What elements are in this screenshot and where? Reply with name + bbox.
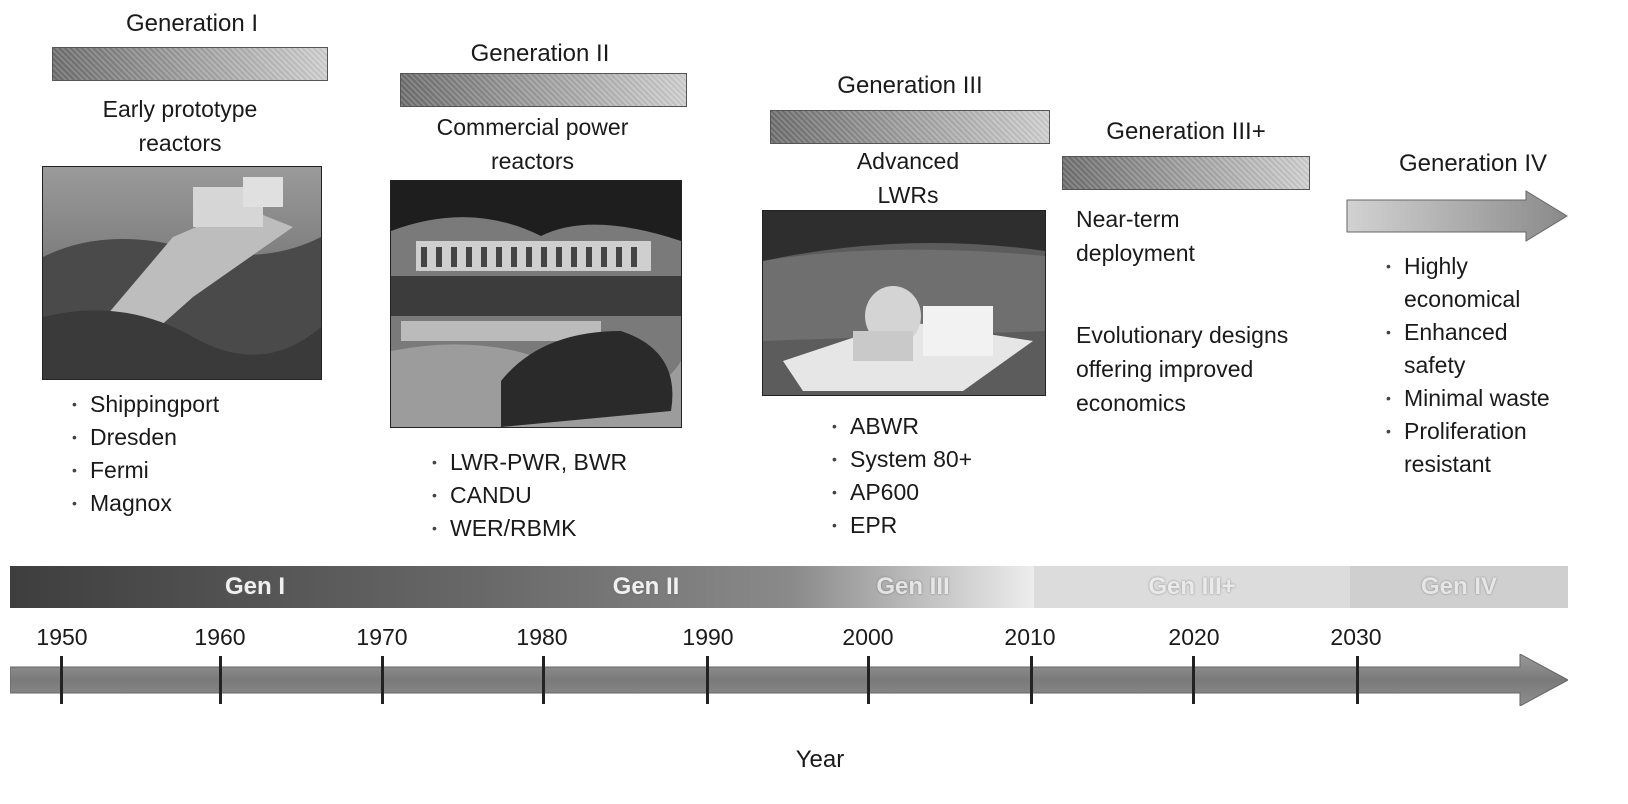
tick-label-2020: 2020 — [1168, 624, 1220, 650]
timeline-band-gen-iii-plus: Gen III+ — [1034, 566, 1350, 608]
gen3plus-description-near-term: Near-term deployment — [1076, 206, 1195, 266]
list-item: AP600 — [832, 476, 972, 509]
gen4-feature-list: Highly economical Enhanced safety Minima… — [1386, 250, 1556, 481]
list-item: CANDU — [432, 479, 627, 512]
gen1-bar — [52, 47, 328, 81]
gen2-title: Generation II — [470, 40, 610, 67]
gen4-title: Generation IV — [1398, 150, 1548, 177]
timeline-band-gen-iv: Gen IV — [1350, 566, 1568, 608]
year-axis-arrow — [9, 653, 1570, 707]
gen3-bar — [770, 110, 1050, 144]
gen1-description: Early prototype reactors — [102, 96, 258, 156]
axis-title: Year — [795, 746, 845, 773]
list-item: Enhanced safety — [1386, 316, 1556, 382]
list-item: Shippingport — [72, 388, 219, 421]
list-item: Fermi — [72, 454, 219, 487]
gen1-title: Generation I — [125, 10, 259, 37]
tick-label-2030: 2030 — [1330, 624, 1382, 650]
tick-label-2010: 2010 — [1004, 624, 1056, 650]
gen4-arrow-bar — [1346, 190, 1568, 242]
list-item: Highly economical — [1386, 250, 1556, 316]
gen3plus-bar — [1062, 156, 1310, 190]
gen2-description: Commercial power reactors — [436, 114, 629, 174]
gen3plus-description-evolutionary: Evolutionary designs offering improved e… — [1076, 322, 1289, 416]
timeline-band-gen-iii: Gen III — [792, 566, 1034, 608]
list-item: LWR-PWR, BWR — [432, 446, 627, 479]
list-item: WER/RBMK — [432, 512, 627, 545]
tick-label-2000: 2000 — [842, 624, 894, 650]
timeline-band-label: Gen III+ — [1148, 573, 1236, 600]
tick-label-1980: 1980 — [516, 624, 568, 650]
tick-label-1960: 1960 — [194, 624, 246, 650]
axis-tick — [60, 656, 63, 704]
list-item: Dresden — [72, 421, 219, 454]
axis-tick — [219, 656, 222, 704]
list-item: ABWR — [832, 410, 972, 443]
gen3-photo-image — [762, 210, 1046, 396]
axis-tick — [1192, 656, 1195, 704]
axis-tick — [706, 656, 709, 704]
list-item: System 80+ — [832, 443, 972, 476]
list-item: Proliferation resistant — [1386, 415, 1556, 481]
gen1-photo-image — [42, 166, 322, 380]
timeline-band-label: Gen IV — [1420, 573, 1498, 600]
axis-tick — [1356, 656, 1359, 704]
axis-tick — [1030, 656, 1033, 704]
gen3-title: Generation III — [837, 72, 983, 99]
gen1-reactor-list: Shippingport Dresden Fermi Magnox — [72, 388, 219, 520]
tick-label-1950: 1950 — [36, 624, 88, 650]
axis-tick — [381, 656, 384, 704]
gen2-photo-image — [390, 180, 682, 428]
gen2-bar — [400, 73, 687, 107]
timeline-band-label: Gen III — [876, 573, 950, 600]
list-item: Minimal waste — [1386, 382, 1556, 415]
gen3-description: Advanced LWRs — [856, 148, 960, 208]
list-item: EPR — [832, 509, 972, 542]
timeline-band-label: Gen I — [224, 573, 285, 600]
axis-tick — [867, 656, 870, 704]
timeline-band-label: Gen II — [612, 573, 680, 600]
gen3-reactor-list: ABWR System 80+ AP600 EPR — [832, 410, 972, 542]
timeline-band-gen-ii: Gen II — [500, 566, 792, 608]
timeline-band-gen-i: Gen I — [10, 566, 500, 608]
tick-label-1990: 1990 — [682, 624, 734, 650]
gen2-reactor-list: LWR-PWR, BWR CANDU WER/RBMK — [432, 446, 627, 545]
axis-tick — [542, 656, 545, 704]
gen3plus-title: Generation III+ — [1106, 118, 1266, 145]
tick-label-1970: 1970 — [356, 624, 408, 650]
list-item: Magnox — [72, 487, 219, 520]
